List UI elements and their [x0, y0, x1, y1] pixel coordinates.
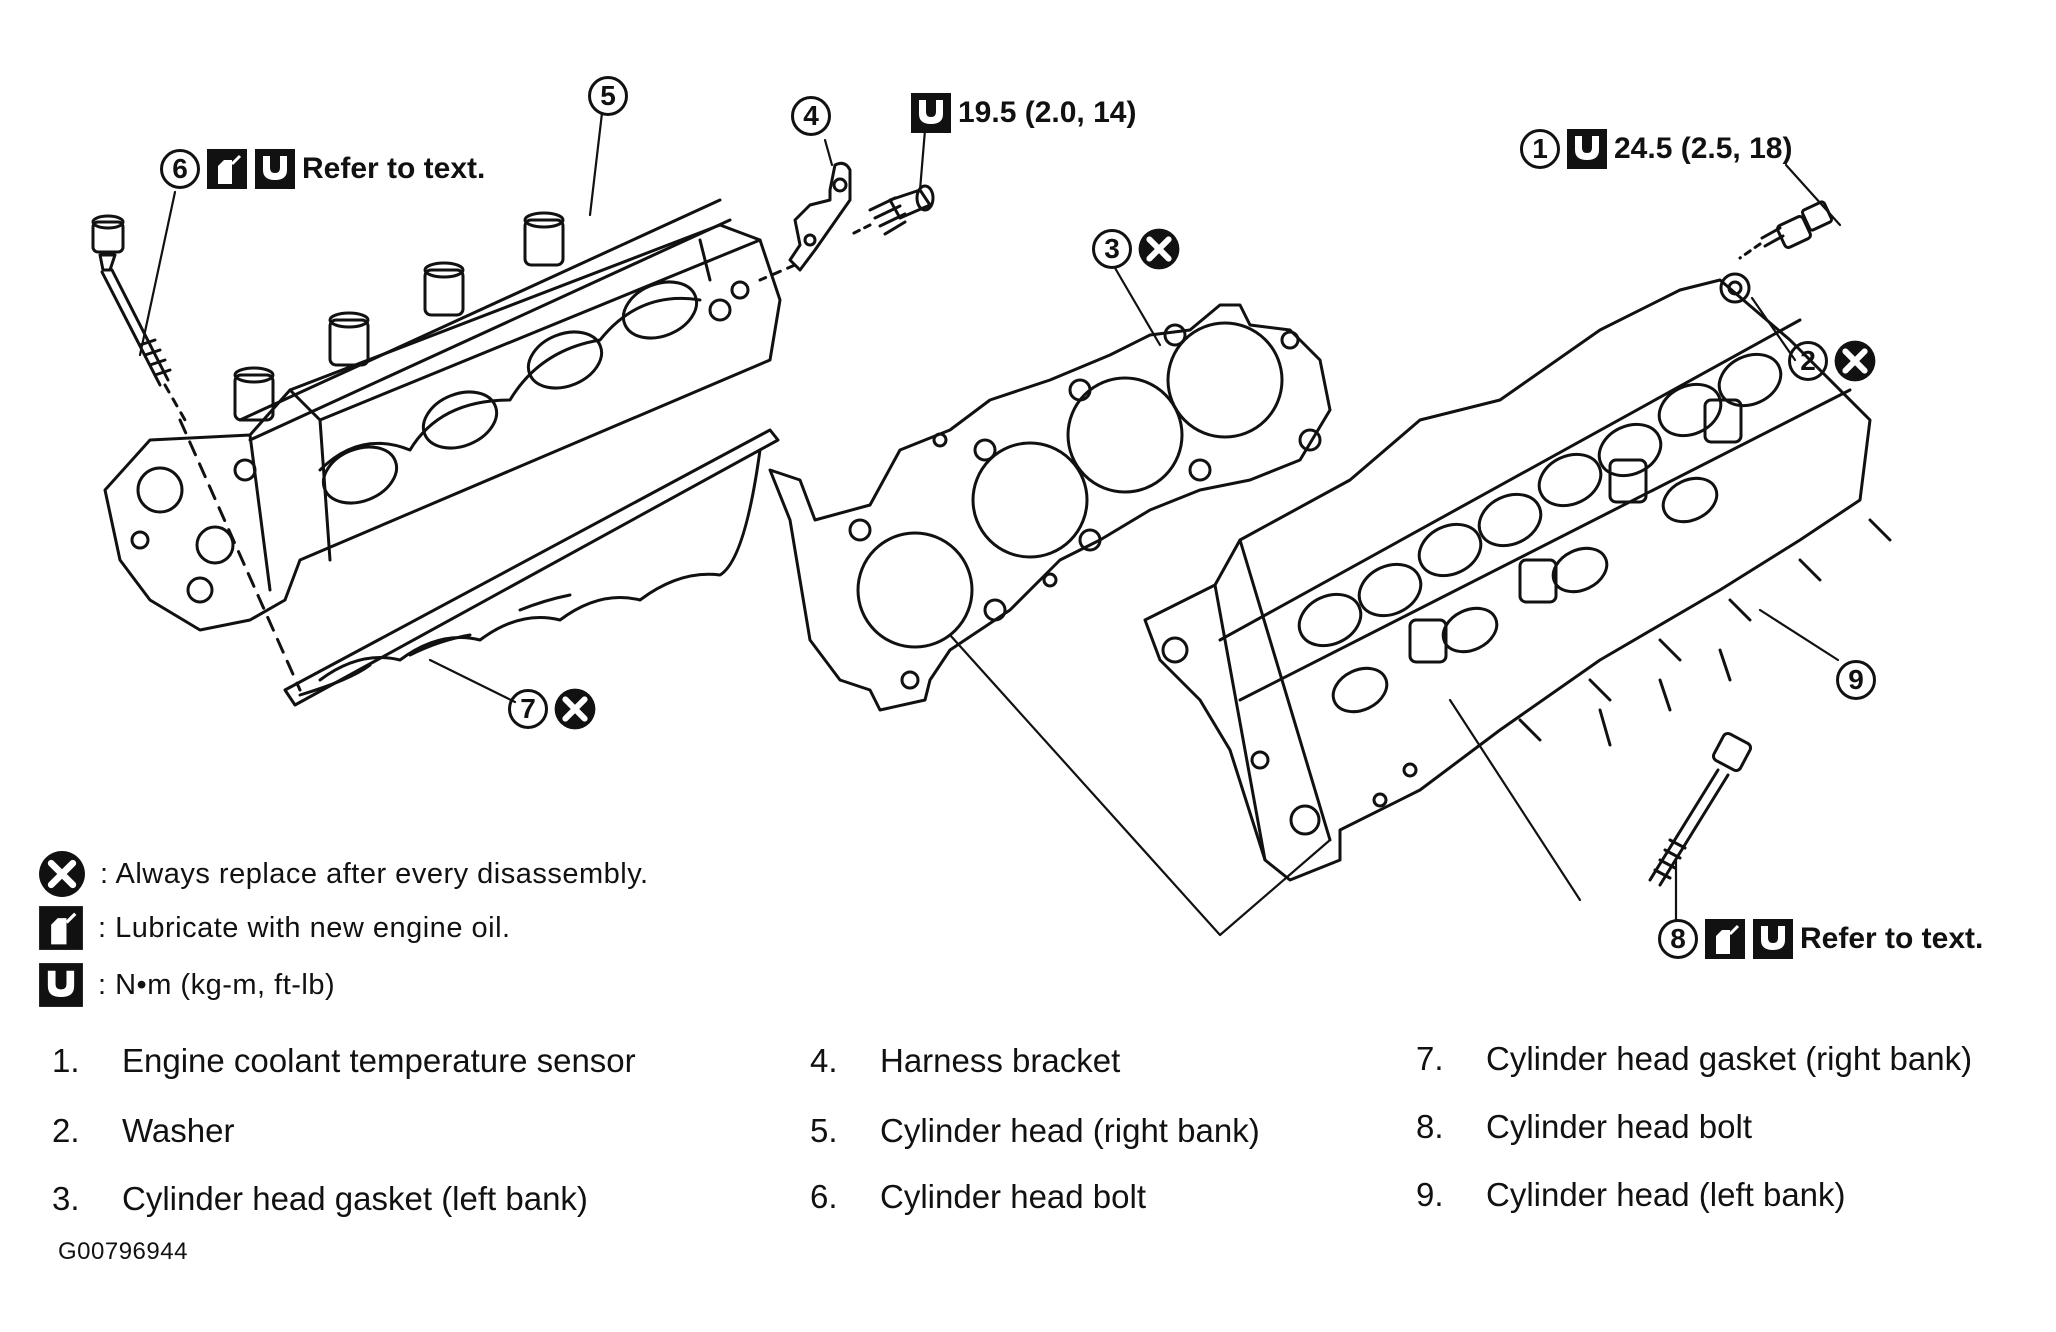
part-number: 5. — [810, 1112, 838, 1149]
callout-1: 1 24.5 (2.5, 18) — [1520, 128, 1792, 170]
right-bank-cylinder-head — [103, 198, 782, 632]
part-item-8: 8. Cylinder head bolt — [1416, 1108, 1752, 1146]
callout-number-5: 5 — [588, 76, 628, 116]
part-name: Cylinder head gasket (right bank) — [1486, 1040, 1973, 1077]
part-item-4: 4. Harness bracket — [810, 1042, 1120, 1080]
oil-can-icon — [39, 906, 83, 950]
harness-bracket — [758, 161, 852, 282]
legend-lubricate: : Lubricate with new engine oil. — [38, 905, 511, 951]
callout-number-6: 6 — [160, 149, 200, 189]
callout-number-8: 8 — [1658, 919, 1698, 959]
callout-7: 7 — [508, 688, 596, 730]
replace-icon — [1834, 340, 1876, 382]
callout-3: 3 — [1092, 228, 1180, 270]
legend-lubricate-text: : Lubricate with new engine oil. — [98, 911, 511, 944]
part-name: Cylinder head (left bank) — [1486, 1176, 1846, 1213]
bolt-alignment-line — [178, 418, 302, 692]
torque-wrench-icon — [911, 93, 951, 133]
harness-bracket-bolt — [848, 184, 935, 237]
torque-wrench-icon — [39, 963, 83, 1007]
callout-4: 4 — [791, 96, 831, 136]
callout-number-2: 2 — [1788, 341, 1828, 381]
part-number: 3. — [52, 1180, 80, 1217]
legend-torque-text: : N•m (kg-m, ft-lb) — [98, 968, 336, 1001]
part-name: Cylinder head bolt — [880, 1178, 1146, 1215]
replace-icon — [1138, 228, 1180, 270]
torque-wrench-icon — [255, 149, 295, 189]
part-name: Cylinder head gasket (left bank) — [122, 1180, 588, 1217]
oil-can-icon — [207, 149, 247, 189]
part-item-3: 3. Cylinder head gasket (left bank) — [52, 1180, 588, 1218]
callout-number-9: 9 — [1836, 660, 1876, 700]
part-number: 7. — [1416, 1040, 1444, 1077]
part-name: Washer — [122, 1112, 235, 1149]
callout-1-torque: 24.5 (2.5, 18) — [1614, 132, 1793, 165]
replace-icon — [38, 850, 86, 898]
callout-number-4: 4 — [791, 96, 831, 136]
part-item-5: 5. Cylinder head (right bank) — [810, 1112, 1260, 1150]
part-item-9: 9. Cylinder head (left bank) — [1416, 1176, 1846, 1214]
left-bank-cylinder-head — [1143, 278, 1892, 882]
callout-6-note: Refer to text. — [302, 152, 486, 185]
legend-replace: : Always replace after every disassembly… — [38, 850, 649, 898]
leader-lines — [138, 111, 1842, 937]
part-number: 6. — [810, 1178, 838, 1215]
callout-8: 8 Refer to text. — [1658, 918, 1983, 960]
callout-4-bolt-torque: 19.5 (2.0, 14) — [910, 92, 1136, 134]
washer — [1719, 272, 1751, 304]
left-bank-cylinder-head-gasket — [768, 303, 1332, 712]
legend-torque: : N•m (kg-m, ft-lb) — [38, 962, 335, 1008]
replace-icon — [554, 688, 596, 730]
callout-8-note: Refer to text. — [1800, 922, 1984, 955]
part-name: Cylinder head bolt — [1486, 1108, 1752, 1145]
oil-can-icon — [1705, 919, 1745, 959]
cylinder-head-bolt-8 — [1648, 731, 1753, 887]
callout-6: 6 Refer to text. — [160, 148, 485, 190]
callout-number-3: 3 — [1092, 229, 1132, 269]
callout-2: 2 — [1788, 340, 1876, 382]
part-name: Cylinder head (right bank) — [880, 1112, 1260, 1149]
part-number: 8. — [1416, 1108, 1444, 1145]
part-number: 4. — [810, 1042, 838, 1079]
callout-number-1: 1 — [1520, 129, 1560, 169]
part-item-6: 6. Cylinder head bolt — [810, 1178, 1146, 1216]
callout-9: 9 — [1836, 660, 1876, 700]
part-number: 1. — [52, 1042, 80, 1079]
part-item-7: 7. Cylinder head gasket (right bank) — [1416, 1040, 1972, 1078]
callout-5: 5 — [588, 76, 628, 116]
part-name: Harness bracket — [880, 1042, 1121, 1079]
right-bank-cylinder-head-gasket — [283, 428, 780, 707]
part-number: 2. — [52, 1112, 80, 1149]
torque-wrench-icon — [1567, 129, 1607, 169]
part-number: 9. — [1416, 1176, 1444, 1213]
part-item-1: 1. Engine coolant temperature sensor — [52, 1042, 636, 1080]
part-name: Engine coolant temperature sensor — [122, 1042, 636, 1079]
cylinder-head-bolt-6 — [91, 214, 187, 422]
part-item-2: 2. Washer — [52, 1112, 234, 1150]
callout-4b-torque: 19.5 (2.0, 14) — [958, 96, 1137, 129]
figure-id: G00796944 — [58, 1238, 188, 1265]
torque-wrench-icon — [1753, 919, 1793, 959]
legend-replace-text: : Always replace after every disassembly… — [100, 857, 649, 890]
coolant-temperature-sensor — [1738, 200, 1834, 260]
callout-number-7: 7 — [508, 689, 548, 729]
